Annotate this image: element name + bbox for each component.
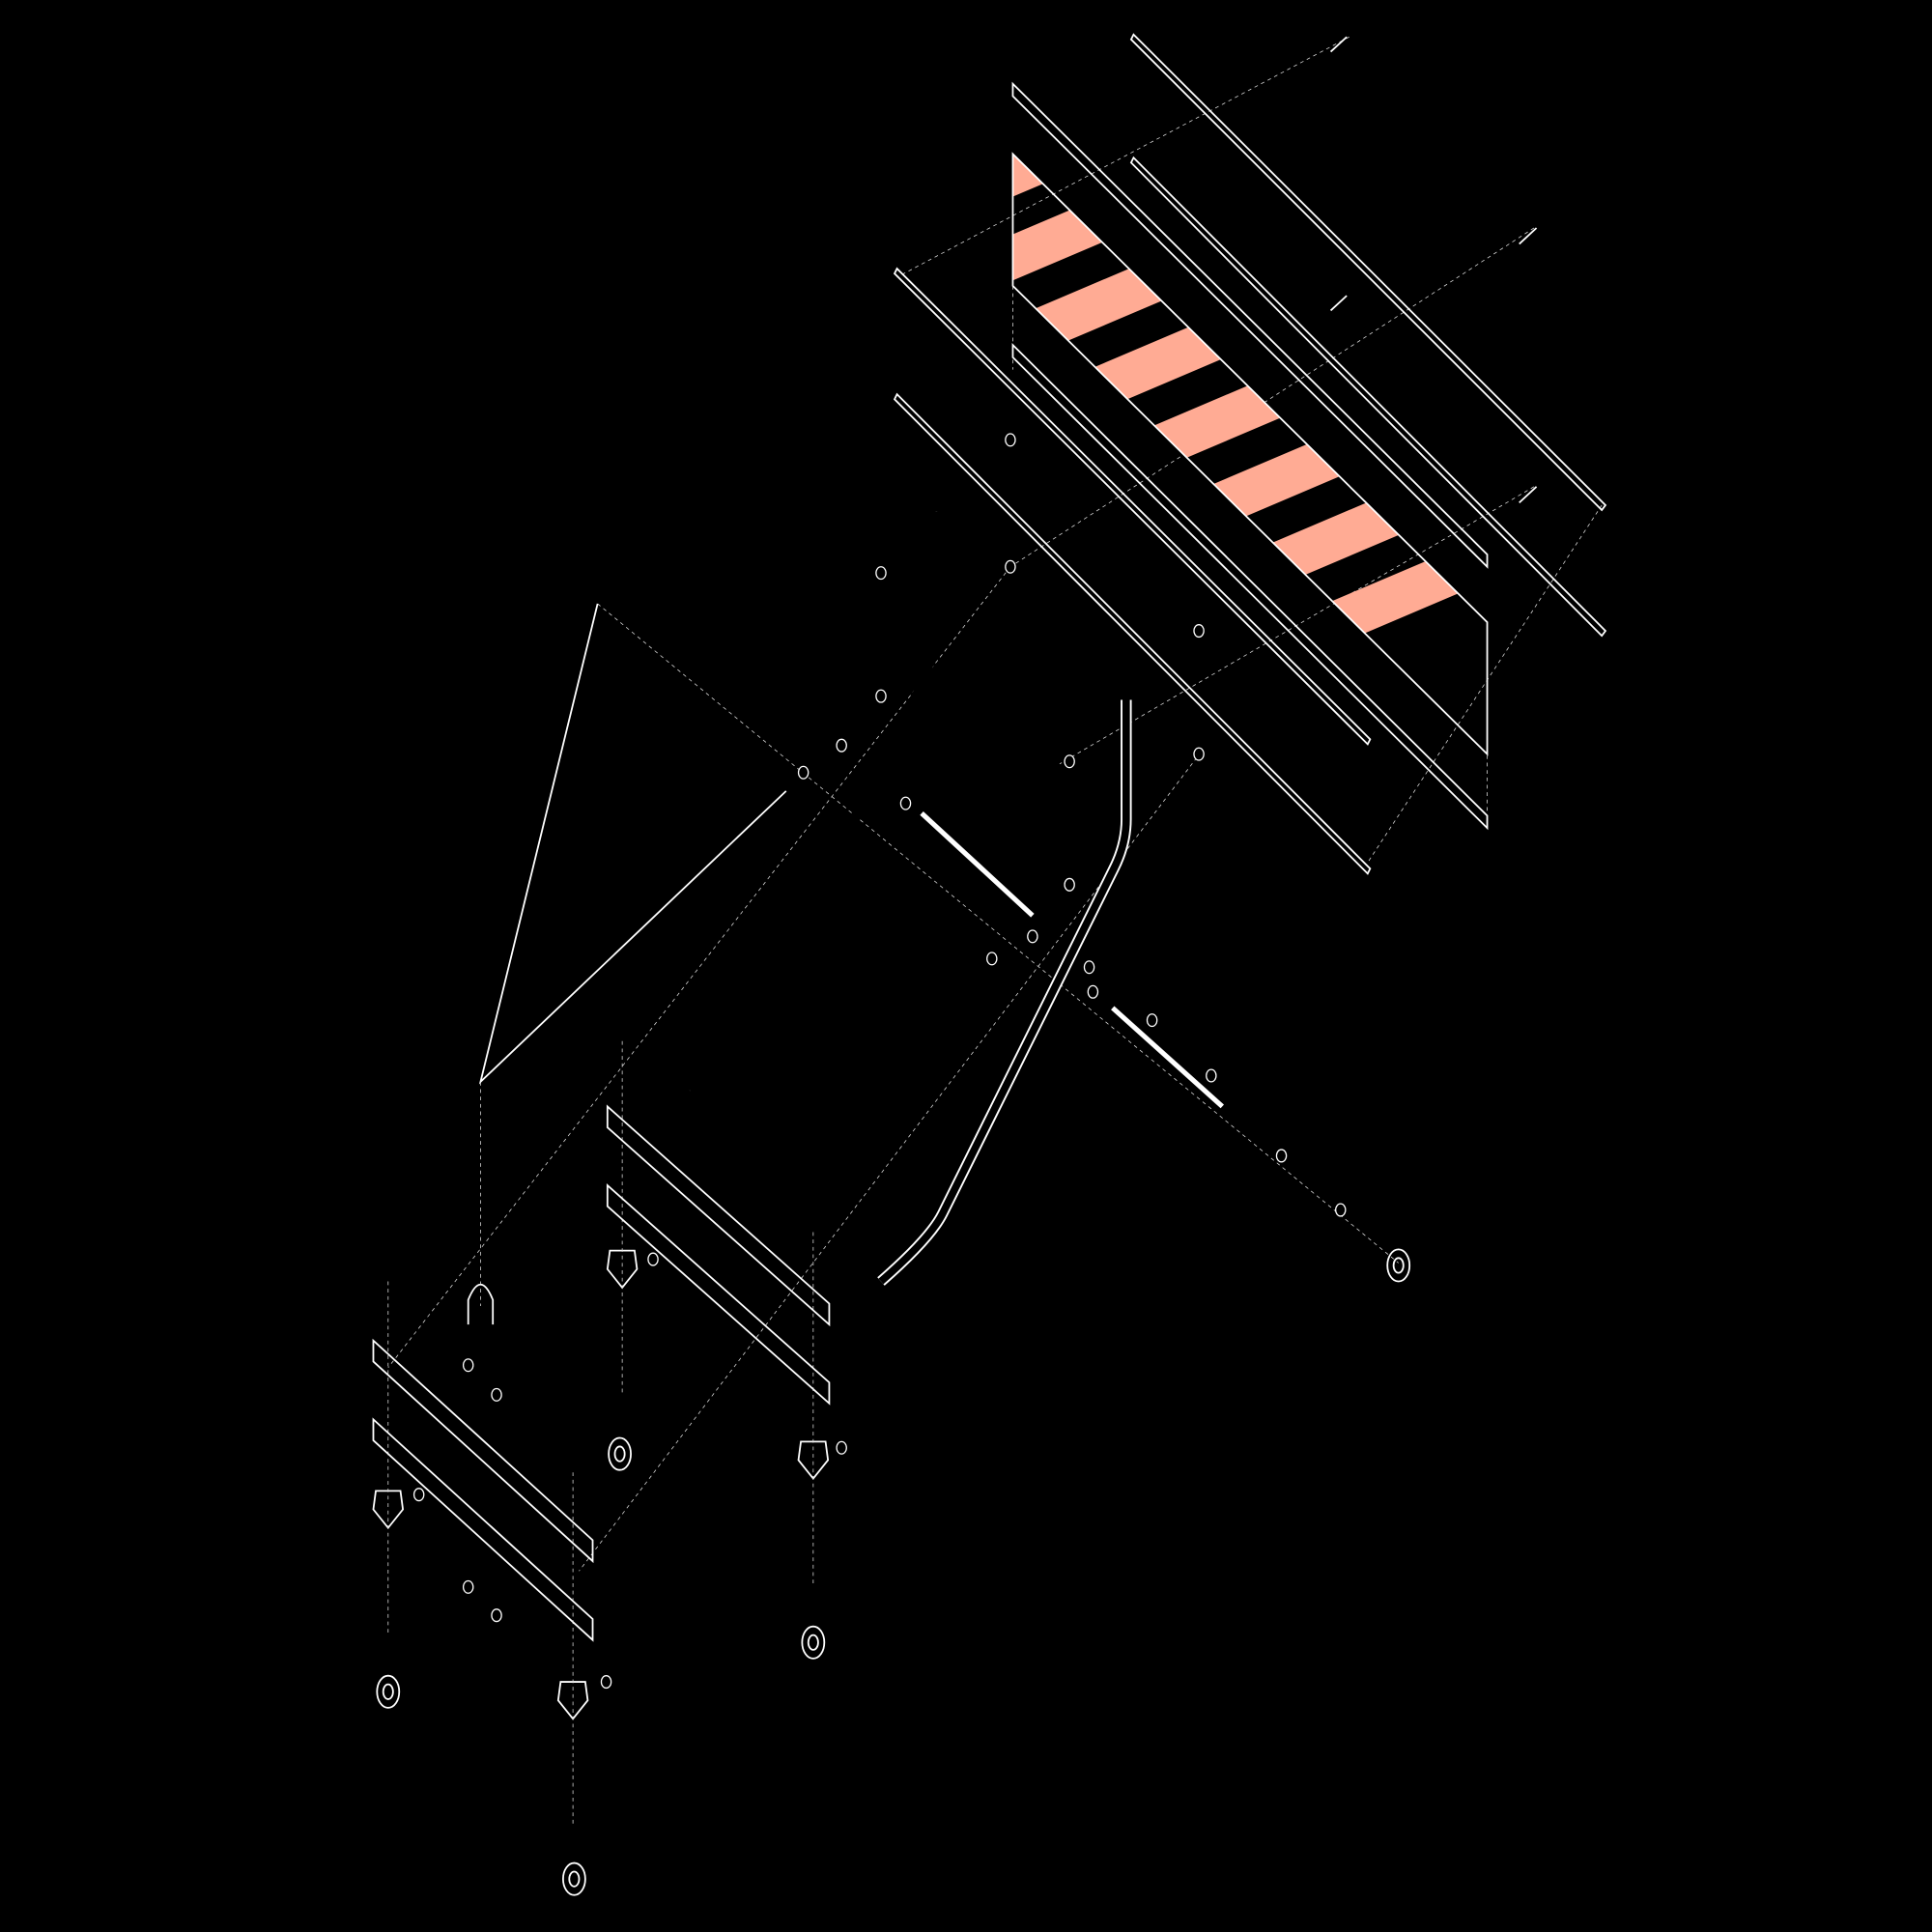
nut-icon: [1275, 1149, 1288, 1163]
alignment-guides: [387, 36, 1603, 1572]
caster-wheel-icon: [1392, 1257, 1405, 1274]
nut-icon: [1193, 624, 1205, 639]
hardware-nuts-washers: [372, 433, 1347, 1824]
caster-wheel-icon: [568, 1870, 581, 1888]
nut-icon: [491, 1387, 502, 1402]
bracket-icon: [372, 1490, 405, 1530]
rail-top-2: [1129, 156, 1607, 638]
nut-icon: [797, 765, 810, 780]
nut-icon: [899, 796, 912, 810]
nut-icon: [1193, 747, 1205, 761]
nut-icon: [836, 1440, 847, 1455]
nut-icon: [647, 1252, 659, 1266]
screw-icon: [1329, 295, 1348, 312]
caster-wheel-icon: [562, 1861, 586, 1896]
panel-stripe: [1012, 154, 1488, 409]
threaded-rods: [920, 810, 1225, 1109]
caster-wheel-icon: [376, 1674, 401, 1709]
nut-icon: [986, 952, 998, 966]
nut-icon: [1206, 1068, 1217, 1083]
bracket-icon: [556, 1681, 589, 1720]
screw-icon: [1519, 227, 1538, 245]
caster-wheels: [376, 1248, 1411, 1896]
channel-lower: [1011, 342, 1489, 831]
lower-frames: [372, 1104, 831, 1642]
nut-icon: [1146, 1013, 1158, 1028]
nut-icon: [1083, 960, 1095, 975]
nut-icon: [1064, 877, 1075, 892]
rail-top-1: [1129, 33, 1607, 512]
nut-icon: [462, 1358, 474, 1373]
bracket-icon: [606, 1249, 639, 1290]
nut-icon: [462, 1579, 474, 1594]
panel-stripe: [1012, 154, 1488, 584]
rail-bottom-1: [893, 267, 1372, 746]
nut-icon: [836, 738, 847, 753]
caster-wheel-icon: [608, 1436, 632, 1471]
caster-wheel-icon: [801, 1625, 826, 1660]
nut-icon: [875, 689, 887, 703]
caster-wheel-icon: [1386, 1248, 1411, 1283]
channel-upper: [1011, 81, 1489, 569]
caster-wheel-icon: [613, 1445, 626, 1463]
panel-stripe: [1012, 190, 1488, 642]
nut-icon: [875, 566, 887, 581]
screws: [1329, 36, 1538, 504]
nut-icon: [1064, 754, 1075, 769]
nut-icon: [1027, 929, 1038, 944]
nut-icon: [1087, 984, 1099, 999]
caster-wheel-icon: [807, 1634, 819, 1651]
bent-tubes: [687, 511, 1132, 1286]
bracket-icon: [797, 1440, 830, 1481]
nut-icon: [1005, 433, 1016, 447]
rail-bottom-2: [893, 392, 1372, 875]
nut-icon: [1005, 559, 1016, 574]
panel-stripe: [1012, 154, 1488, 526]
top-rails: [893, 33, 1607, 875]
panel-stripe: [1012, 307, 1488, 754]
nut-icon: [412, 1488, 425, 1502]
screw-icon: [1329, 36, 1348, 53]
panel-stripe: [1012, 154, 1488, 467]
panel-stripe: [1012, 249, 1488, 701]
panel-stripe: [1012, 366, 1488, 754]
nut-icon: [491, 1608, 502, 1623]
nut-icon: [600, 1675, 612, 1690]
screw-icon: [1519, 486, 1538, 504]
caster-wheel-icon: [382, 1683, 394, 1700]
nut-icon: [1335, 1203, 1347, 1217]
triangle-brace: [478, 603, 787, 1085]
striped-panel: [1011, 152, 1489, 756]
